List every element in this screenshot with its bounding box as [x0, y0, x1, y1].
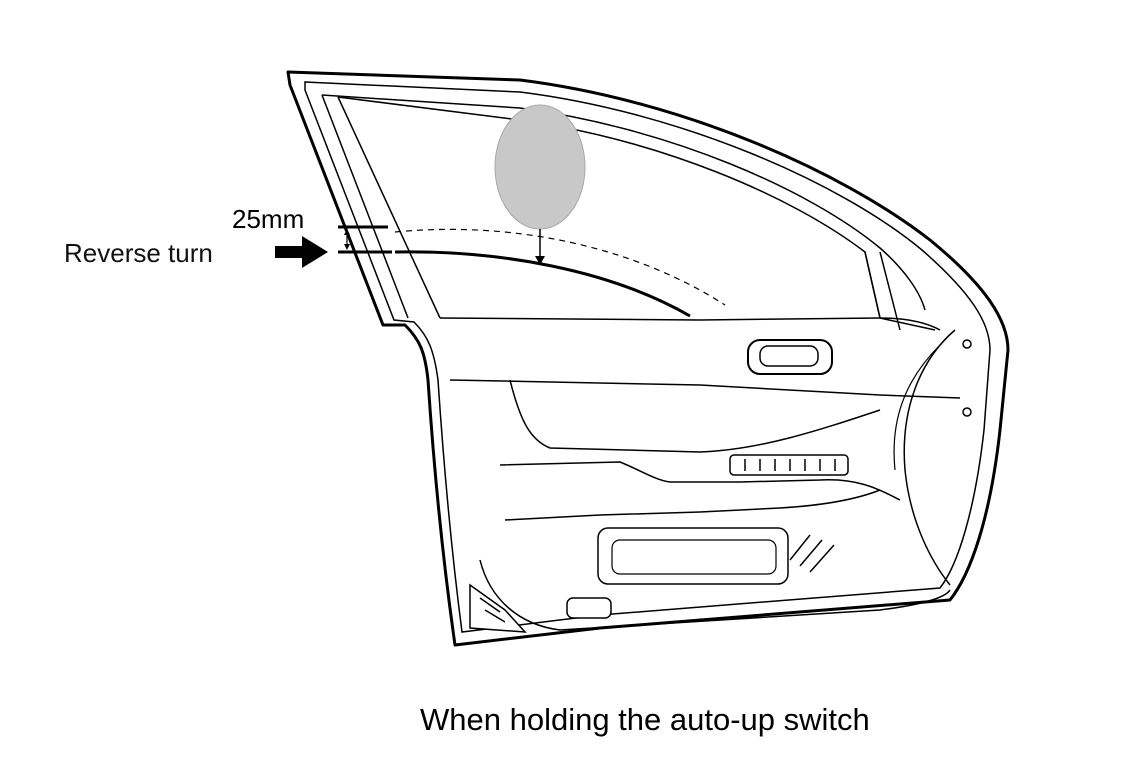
window-switch-buttons	[744, 459, 836, 471]
speaker-grille	[789, 534, 835, 573]
belt-line-lower	[449, 379, 961, 399]
corner-trim-triangle	[469, 583, 527, 633]
right-arrow-icon	[275, 236, 328, 268]
window-sash-outer	[321, 94, 926, 311]
lower-vent	[566, 597, 612, 619]
obstacle-object	[494, 104, 586, 230]
glass-reversed-line	[394, 250, 691, 318]
belt-line-upper	[439, 317, 941, 331]
dimension-label: 25mm	[232, 204, 305, 234]
mid-panel-line	[499, 461, 901, 501]
glass-closed-line	[394, 228, 726, 306]
door-pocket-inner	[611, 539, 777, 575]
a-pillar-line	[321, 94, 441, 319]
door-outer-outline	[286, 70, 1010, 647]
armrest-lower	[504, 489, 881, 521]
door-handle	[759, 345, 819, 367]
door-trim-curve	[903, 329, 956, 586]
corner-trim-detail	[479, 597, 506, 623]
dim-arrow-up	[344, 229, 350, 235]
figure-caption: When holding the auto-up switch	[420, 702, 870, 737]
hinge-hole-lower	[962, 407, 972, 417]
hinge-hole-upper	[962, 339, 972, 349]
door-inner-frame	[304, 81, 991, 633]
reverse-turn-label: Reverse turn	[64, 238, 213, 268]
dim-arrow-down	[344, 244, 350, 250]
door-trim-curve-inner	[893, 344, 941, 471]
window-switch-panel	[729, 454, 849, 476]
armrest-upper	[509, 379, 881, 453]
lower-trim-line	[479, 559, 951, 631]
obstacle-arrow-head	[535, 256, 545, 265]
